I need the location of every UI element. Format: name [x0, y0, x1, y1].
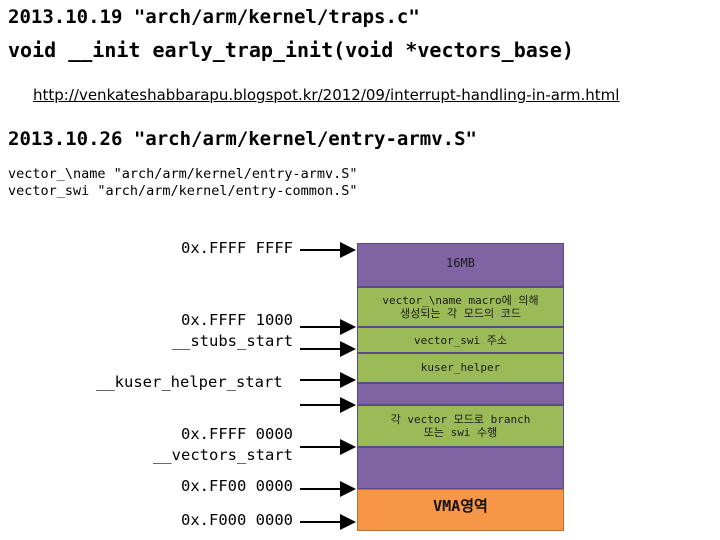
block-vector-name-code: vector_\name macro에 의해 생성되는 각 모드의 코드 [357, 287, 564, 327]
label-kuser-helper-start: __kuser_helper_start [96, 373, 283, 391]
heading-traps-date: 2013.10.19 "arch/arm/kernel/traps.c" [8, 6, 420, 28]
label-stubs-start: __stubs_start [171, 332, 293, 350]
code-line-vector-name: vector_\name "arch/arm/kernel/entry-armv… [8, 166, 358, 182]
block-vector-swi-label: vector_swi 주소 [413, 334, 508, 347]
block-vector-name-label: vector_\name macro에 의해 생성되는 각 모드의 코드 [382, 294, 539, 320]
address-ffff-1000: 0x.FFFF 1000 [181, 311, 293, 329]
block-branch-swi-label: 각 vector 모드로 branch 또는 swi 수행 [390, 413, 531, 439]
block-vector-swi-address: vector_swi 주소 [357, 327, 564, 353]
address-ff00-0000: 0x.FF00 0000 [181, 477, 293, 495]
block-kuser-helper-label: kuser_helper [420, 361, 501, 374]
code-line-vector-swi: vector_swi "arch/arm/kernel/entry-common… [8, 183, 358, 199]
block-branch-swi: 각 vector 모드로 branch 또는 swi 수행 [357, 405, 564, 447]
reference-link[interactable]: http://venkateshabbarapu.blogspot.kr/201… [33, 86, 620, 104]
block-gap [357, 383, 564, 405]
label-vectors-start: __vectors_start [153, 446, 293, 464]
block-lower-purple [357, 447, 564, 489]
address-ffff-ffff: 0x.FFFF FFFF [181, 239, 293, 257]
block-16mb-label: 16MB [446, 256, 475, 270]
address-ffff-0000: 0x.FFFF 0000 [181, 425, 293, 443]
block-kuser-helper: kuser_helper [357, 353, 564, 383]
block-vma-region: VMA영역 [357, 489, 564, 531]
address-f000-0000: 0x.F000 0000 [181, 511, 293, 529]
block-16mb: 16MB [357, 243, 564, 287]
block-vma-label: VMA영역 [433, 497, 488, 515]
heading-early-trap-init: void __init early_trap_init(void *vector… [8, 38, 574, 62]
heading-entry-armv-date: 2013.10.26 "arch/arm/kernel/entry-armv.S… [8, 128, 477, 150]
